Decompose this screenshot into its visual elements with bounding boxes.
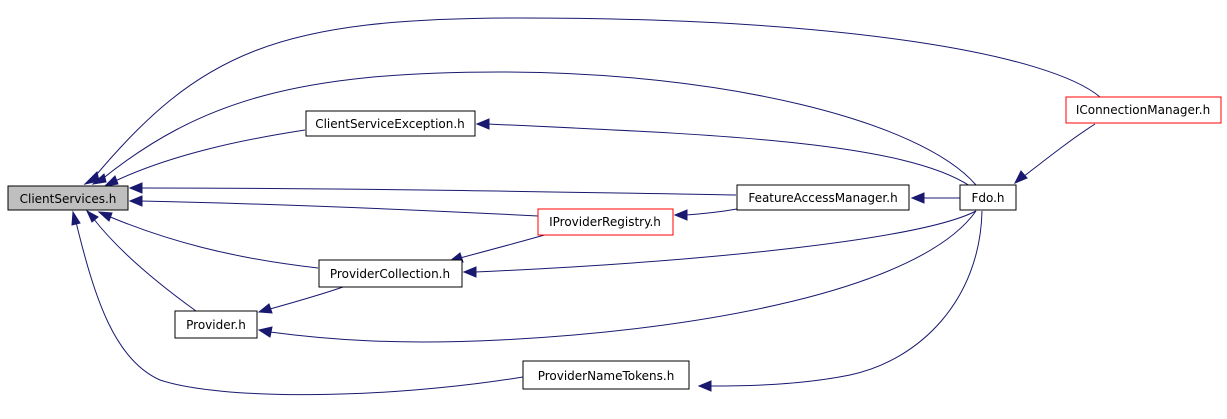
node-fdo[interactable]: Fdo.h	[959, 184, 1017, 211]
edge-fdo-to-provider	[269, 210, 977, 343]
arrowhead-icon	[462, 266, 477, 278]
edge-fdo-to-providercollection	[474, 210, 977, 273]
node-box	[305, 110, 476, 137]
edge-providernametokens-to-clientservices	[75, 221, 524, 396]
edge-fdo-to-providernametokens	[709, 210, 983, 387]
node-label: IProviderRegistry.h	[549, 215, 661, 229]
node-box	[1065, 96, 1222, 124]
node-label: ProviderNameTokens.h	[538, 369, 675, 383]
node-label: Provider.h	[186, 318, 246, 332]
edge-featureaccessmanager-to-clientservices	[139, 187, 737, 196]
node-label: Fdo.h	[971, 191, 1004, 205]
edges	[71, 17, 1101, 396]
arrowhead-icon	[83, 171, 100, 185]
node-box	[318, 259, 463, 288]
edge-iconnectionmanager-to-fdo	[1022, 123, 1096, 178]
node-providercollection[interactable]: ProviderCollection.h	[318, 259, 463, 288]
node-box	[959, 184, 1017, 211]
node-featureaccessmanager[interactable]: FeatureAccessManager.h	[736, 184, 910, 211]
edge-iproviderregistry-to-providercollection	[459, 233, 549, 259]
arrowhead-icon	[128, 195, 143, 207]
node-provider[interactable]: Provider.h	[174, 310, 258, 339]
arrowhead-icon	[91, 173, 107, 185]
node-clientservices[interactable]: ClientServices.h	[7, 185, 129, 211]
node-label: ClientServices.h	[20, 192, 117, 206]
arrowhead-icon	[128, 182, 143, 194]
nodes: ClientServices.h ClientServiceException.…	[7, 96, 1222, 390]
node-label: ClientServiceException.h	[315, 117, 465, 131]
arrowhead-icon	[71, 210, 81, 226]
edge-fdo-to-clientserviceexception	[487, 123, 971, 187]
node-label: FeatureAccessManager.h	[748, 191, 897, 205]
arrowhead-icon	[97, 211, 113, 222]
node-iproviderregistry[interactable]: IProviderRegistry.h	[537, 208, 674, 236]
node-box	[736, 184, 910, 211]
edge-featureaccessmanager-to-iproviderregistry	[685, 208, 738, 216]
node-providernametokens[interactable]: ProviderNameTokens.h	[522, 360, 690, 390]
edge-clientserviceexception-to-clientservices	[112, 129, 306, 183]
edge-fdo-to-clientservices	[100, 71, 977, 186]
node-box	[7, 185, 129, 211]
node-box	[537, 208, 674, 236]
node-iconnectionmanager[interactable]: IConnectionManager.h	[1065, 96, 1222, 124]
node-box	[522, 360, 690, 390]
node-box	[174, 310, 258, 339]
arrowhead-icon	[673, 209, 688, 221]
node-label: IConnectionManager.h	[1076, 103, 1210, 117]
edge-providercollection-to-provider	[269, 286, 344, 310]
edge-iconnectionmanager-to-clientservices	[91, 17, 1101, 181]
arrowhead-icon	[257, 326, 273, 338]
edge-providercollection-to-clientservices	[107, 215, 319, 269]
arrowhead-icon	[475, 118, 490, 130]
node-clientserviceexception[interactable]: ClientServiceException.h	[305, 110, 476, 137]
node-label: ProviderCollection.h	[330, 267, 450, 281]
arrowhead-icon	[103, 175, 119, 187]
edge-provider-to-clientservices	[92, 217, 197, 312]
arrowhead-icon	[1013, 170, 1028, 184]
edge-iproviderregistry-to-clientservices	[139, 200, 539, 217]
arrowhead-icon	[697, 380, 712, 392]
arrowhead-icon	[910, 192, 925, 204]
arrowhead-icon	[85, 209, 99, 223]
arrowhead-icon	[257, 303, 273, 314]
